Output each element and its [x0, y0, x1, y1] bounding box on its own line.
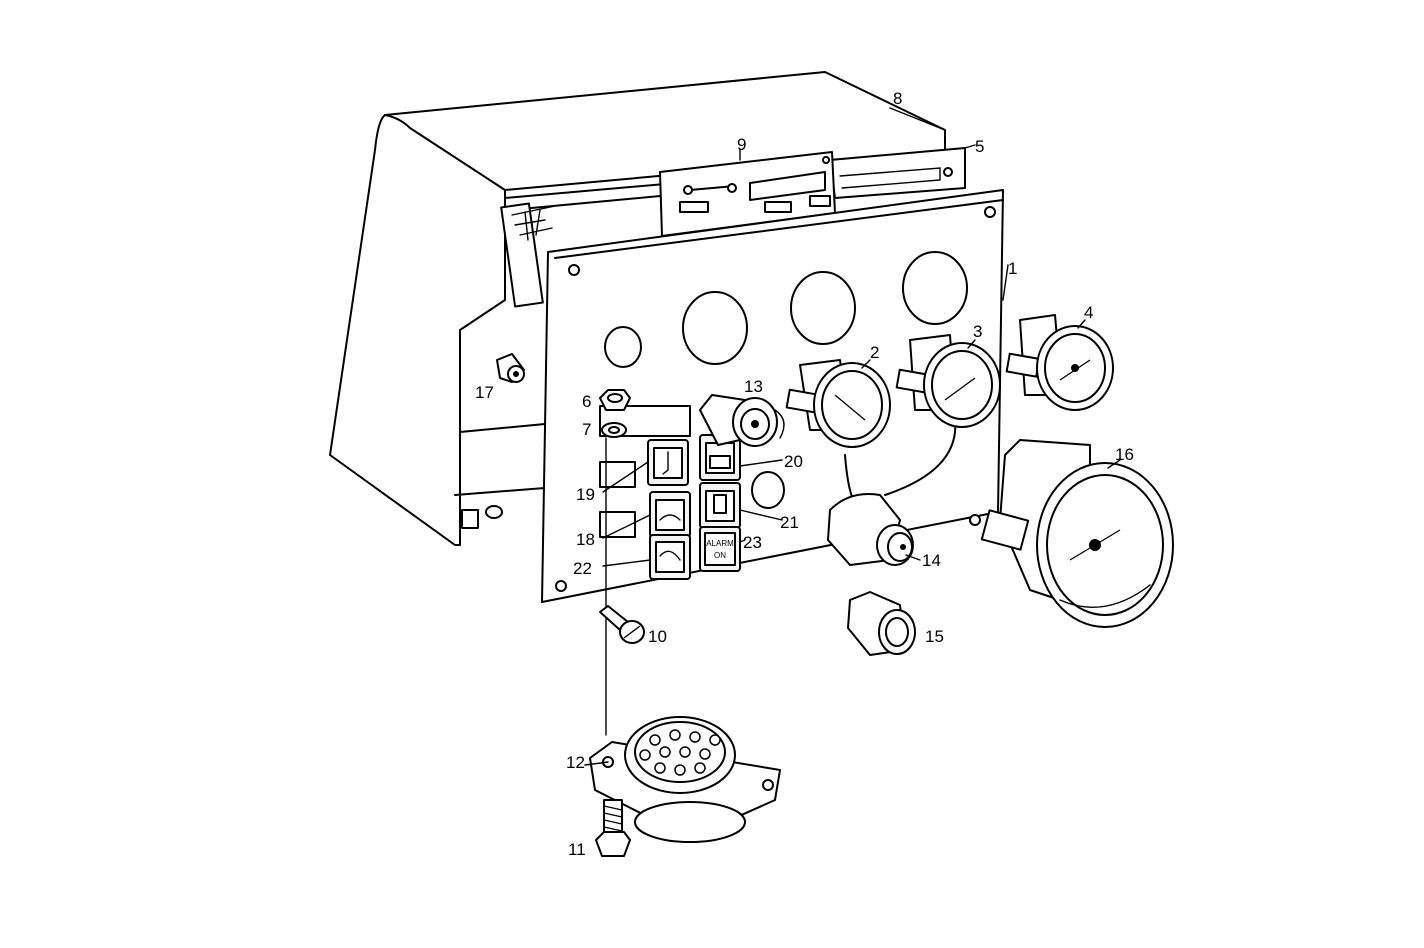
part-16-large-gauge — [980, 439, 1174, 628]
part-9-bracket-plate — [659, 151, 836, 237]
callout-7: 7 — [582, 420, 591, 439]
callout-12: 12 — [566, 753, 585, 772]
callout-20: 20 — [784, 452, 803, 471]
callout-1: 1 — [1008, 259, 1017, 278]
callout-3: 3 — [973, 322, 982, 341]
part-11-bolt — [595, 799, 631, 857]
callout-11: 11 — [568, 840, 586, 859]
callout-23: 23 — [743, 533, 762, 552]
callout-19: 19 — [576, 485, 595, 504]
part-10-screw — [599, 605, 645, 644]
part-4-gauge — [1005, 314, 1114, 411]
callout-22: 22 — [573, 559, 592, 578]
callout-2: 2 — [870, 343, 879, 362]
callout-17: 17 — [475, 383, 494, 402]
alarm-label-line1: ALARM — [706, 539, 734, 548]
leader-lines — [584, 107, 1121, 766]
alarm-label-line2: ON — [714, 551, 726, 560]
part-12-connector — [589, 716, 781, 843]
warning-lamp-block: ALARM ON — [599, 405, 741, 580]
callout-14: 14 — [922, 551, 941, 570]
part-3-gauge — [895, 334, 1001, 428]
callout-18: 18 — [576, 530, 595, 549]
part-6-nut — [599, 389, 631, 411]
callout-16: 16 — [1115, 445, 1134, 464]
part-7-washer — [601, 422, 627, 438]
part-15-lens-cap — [847, 591, 916, 656]
callout-9: 9 — [737, 135, 746, 154]
callout-10: 10 — [648, 627, 667, 646]
part-14-push-button — [827, 493, 914, 566]
callout-labels: 1 2 3 4 5 6 7 8 9 10 11 12 13 14 15 16 1… — [475, 89, 1134, 859]
callout-15: 15 — [925, 627, 944, 646]
callout-13: 13 — [744, 377, 763, 396]
callout-4: 4 — [1084, 303, 1093, 322]
part-2-gauge — [785, 359, 891, 448]
callout-5: 5 — [975, 137, 984, 156]
part-17-grommet — [496, 353, 525, 383]
callout-21: 21 — [780, 513, 799, 532]
callout-8: 8 — [893, 89, 902, 108]
part-13-key-switch — [699, 394, 785, 447]
callout-6: 6 — [582, 392, 591, 411]
